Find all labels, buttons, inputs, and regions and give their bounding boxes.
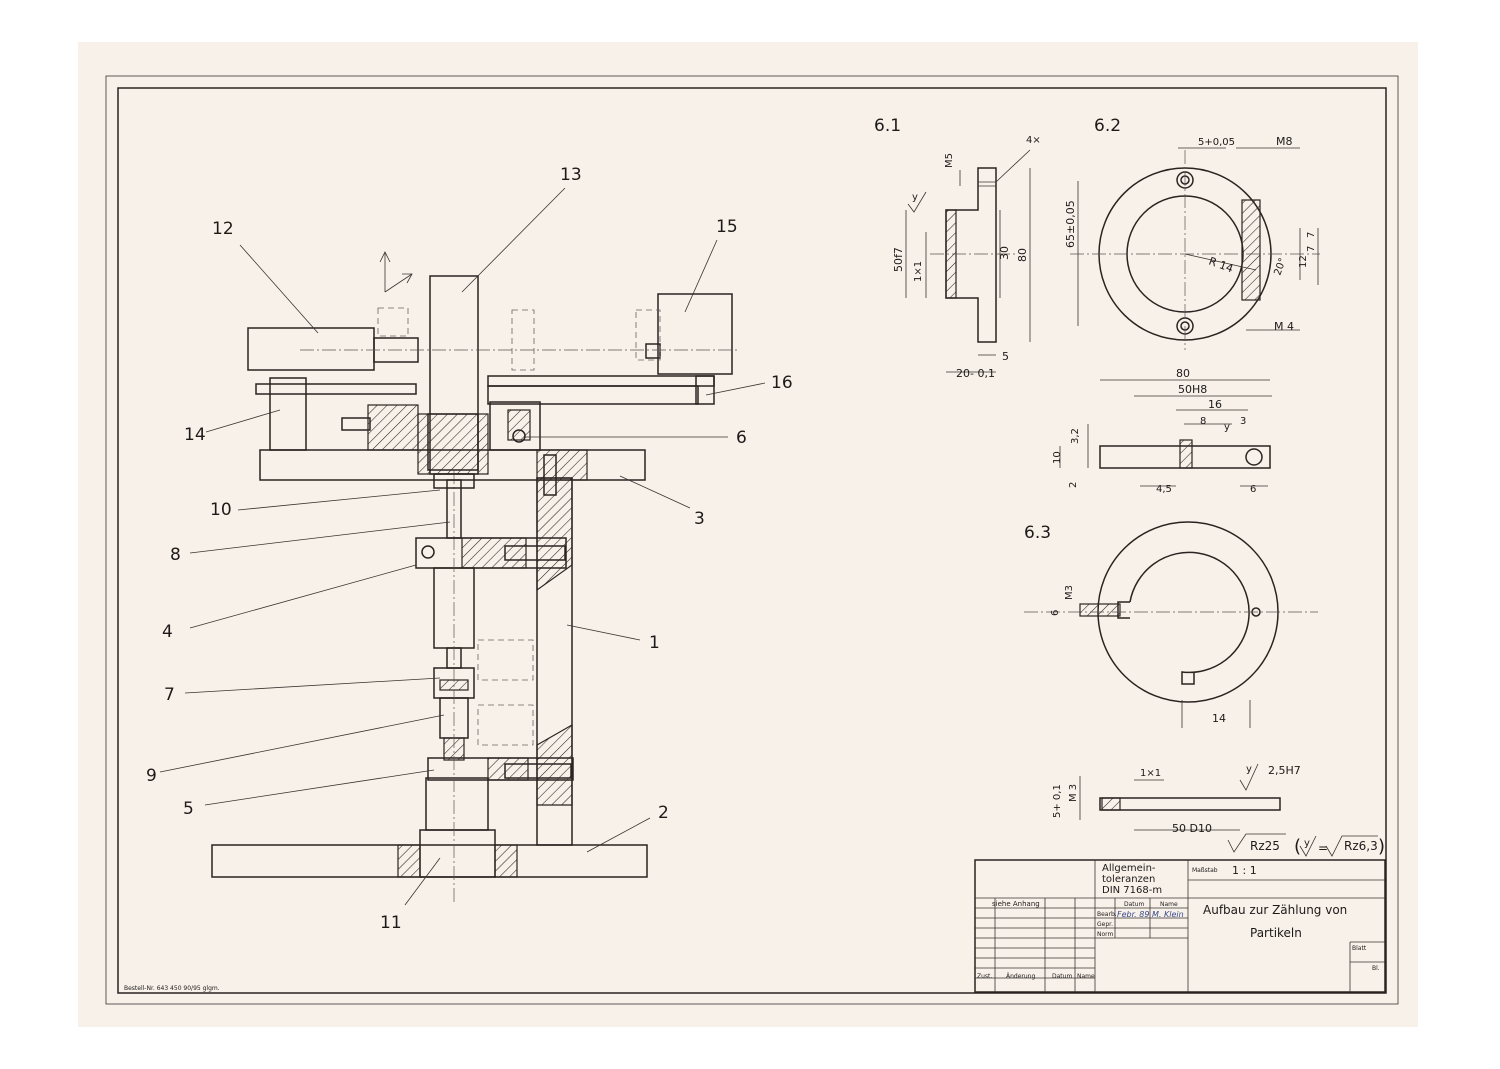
svg-text:y: y	[1246, 764, 1252, 775]
svg-text:1×1: 1×1	[1140, 768, 1161, 779]
paper-sheet	[78, 42, 1418, 1027]
svg-text:Rz6,3: Rz6,3	[1344, 839, 1378, 853]
svg-text:5: 5	[1002, 350, 1009, 363]
svg-text:Bl.: Bl.	[1372, 965, 1380, 972]
outer-trim-line	[105, 75, 1399, 1005]
callout-11: 11	[380, 913, 402, 933]
svg-text:Rz25: Rz25	[1250, 839, 1280, 853]
svg-text:5+0,05: 5+0,05	[1198, 137, 1235, 148]
callout-8: 8	[170, 545, 181, 565]
svg-text:10: 10	[1052, 451, 1063, 464]
callout-16: 16	[771, 373, 793, 393]
svg-text:6: 6	[1250, 484, 1256, 495]
view-label-6-3: 6.3	[1024, 523, 1051, 543]
svg-text:65±0,05: 65±0,05	[1064, 200, 1077, 248]
svg-text:50H8: 50H8	[1178, 383, 1207, 396]
svg-text:20- 0,1: 20- 0,1	[956, 367, 995, 380]
callout-13: 13	[560, 165, 582, 185]
svg-text:Norm: Norm	[1097, 931, 1114, 938]
svg-text:4×: 4×	[1026, 135, 1041, 146]
svg-text:Febr. 89: Febr. 89	[1117, 910, 1149, 919]
detail-6-3: 6.3 M3 6 14 5+ 0,1 M 3 1×1 y 2,5H7 50 D1…	[1024, 521, 1318, 835]
callout-4: 4	[162, 622, 173, 642]
drawing-frame	[117, 87, 1387, 994]
svg-text:5+ 0,1: 5+ 0,1	[1052, 784, 1063, 818]
order-number-note: Bestell-Nr. 643 450 90/95 glgm.	[124, 985, 220, 992]
callout-15: 15	[716, 217, 738, 237]
view-label-6-1: 6.1	[874, 116, 901, 136]
svg-text:M5: M5	[944, 153, 955, 168]
svg-text:DIN 7168-m: DIN 7168-m	[1102, 885, 1162, 896]
callout-2: 2	[658, 803, 669, 823]
svg-text:y: y	[1304, 838, 1310, 849]
svg-text:3: 3	[1240, 416, 1246, 427]
svg-text:14: 14	[1212, 712, 1226, 725]
callout-labels: 1 2 3 4 5 6 7 8 9 10 11 12 13 14 15 16	[146, 165, 793, 933]
svg-text:y: y	[1224, 422, 1230, 433]
svg-text:siehe Anhang: siehe Anhang	[992, 900, 1040, 908]
callout-6: 6	[736, 428, 747, 448]
svg-text:Änderung: Änderung	[1006, 973, 1035, 980]
detail-6-1: 6.1 M5 4× y 50f7 1×1 30 80 20- 0,1 5	[874, 116, 1041, 380]
unit-15	[657, 293, 733, 375]
drawing-title-line2: Partikeln	[1250, 926, 1302, 940]
svg-text:Name: Name	[1077, 973, 1095, 980]
svg-text:80: 80	[1176, 367, 1190, 380]
svg-text:50f7: 50f7	[892, 247, 905, 272]
svg-text:Zust.: Zust.	[977, 973, 992, 980]
callout-9: 9	[146, 766, 157, 786]
callout-5: 5	[183, 799, 194, 819]
callout-14: 14	[184, 425, 206, 445]
svg-text:30: 30	[998, 246, 1011, 260]
callout-12: 12	[212, 219, 234, 239]
svg-text:7: 7	[1306, 246, 1317, 252]
detail-6-2: 6.2 5+0,05 M8 65±0,05 R 14 20° 7 7 12 M …	[1052, 116, 1320, 495]
svg-text:M. Klein: M. Klein	[1152, 910, 1184, 919]
callout-1: 1	[649, 633, 660, 653]
svg-text:toleranzen: toleranzen	[1102, 874, 1155, 885]
svg-text:Datum: Datum	[1124, 901, 1144, 908]
svg-text:4,5: 4,5	[1156, 484, 1172, 495]
svg-text:M 4: M 4	[1274, 320, 1294, 333]
svg-text:7: 7	[1306, 232, 1317, 238]
part-14-block	[269, 377, 307, 451]
svg-text:): )	[1378, 836, 1385, 857]
svg-text:Maßstab: Maßstab	[1192, 867, 1218, 874]
svg-text:Gepr.: Gepr.	[1097, 921, 1113, 928]
svg-text:Bearb.: Bearb.	[1097, 911, 1117, 918]
svg-text:=: =	[1318, 841, 1328, 855]
assembly-view	[211, 251, 740, 905]
svg-text:M3: M3	[1064, 585, 1075, 600]
view-label-6-2: 6.2	[1094, 116, 1121, 136]
svg-text:Name: Name	[1160, 901, 1178, 908]
callout-3: 3	[694, 509, 705, 529]
svg-text:50 D10: 50 D10	[1172, 822, 1212, 835]
svg-text:M 3: M 3	[1068, 784, 1079, 802]
surface-finish-note: Rz25 ( y = Rz6,3 )	[1227, 833, 1385, 857]
svg-text:1 : 1: 1 : 1	[1232, 864, 1257, 877]
svg-text:3,2: 3,2	[1070, 428, 1081, 444]
svg-text:16: 16	[1208, 398, 1222, 411]
svg-text:2,5H7: 2,5H7	[1268, 764, 1301, 777]
svg-text:6: 6	[1050, 610, 1061, 616]
svg-text:1×1: 1×1	[913, 261, 924, 282]
callout-10: 10	[210, 500, 232, 520]
svg-text:(: (	[1294, 836, 1301, 857]
svg-text:8: 8	[1200, 416, 1206, 427]
svg-text:M8: M8	[1276, 135, 1293, 148]
title-block: Allgemein- toleranzen DIN 7168-m Maßstab…	[974, 859, 1386, 993]
svg-text:2: 2	[1068, 482, 1079, 488]
svg-text:12: 12	[1298, 255, 1309, 268]
drawing-title-line1: Aufbau zur Zählung von	[1203, 903, 1347, 917]
svg-text:Blatt: Blatt	[1352, 945, 1367, 952]
leader-lines	[159, 187, 766, 906]
svg-text:y: y	[912, 192, 918, 203]
svg-text:Datum: Datum	[1052, 973, 1072, 980]
disk-side-section	[1099, 797, 1281, 811]
svg-text:80: 80	[1016, 248, 1029, 262]
callout-7: 7	[164, 685, 175, 705]
svg-text:Allgemein-: Allgemein-	[1102, 863, 1156, 874]
